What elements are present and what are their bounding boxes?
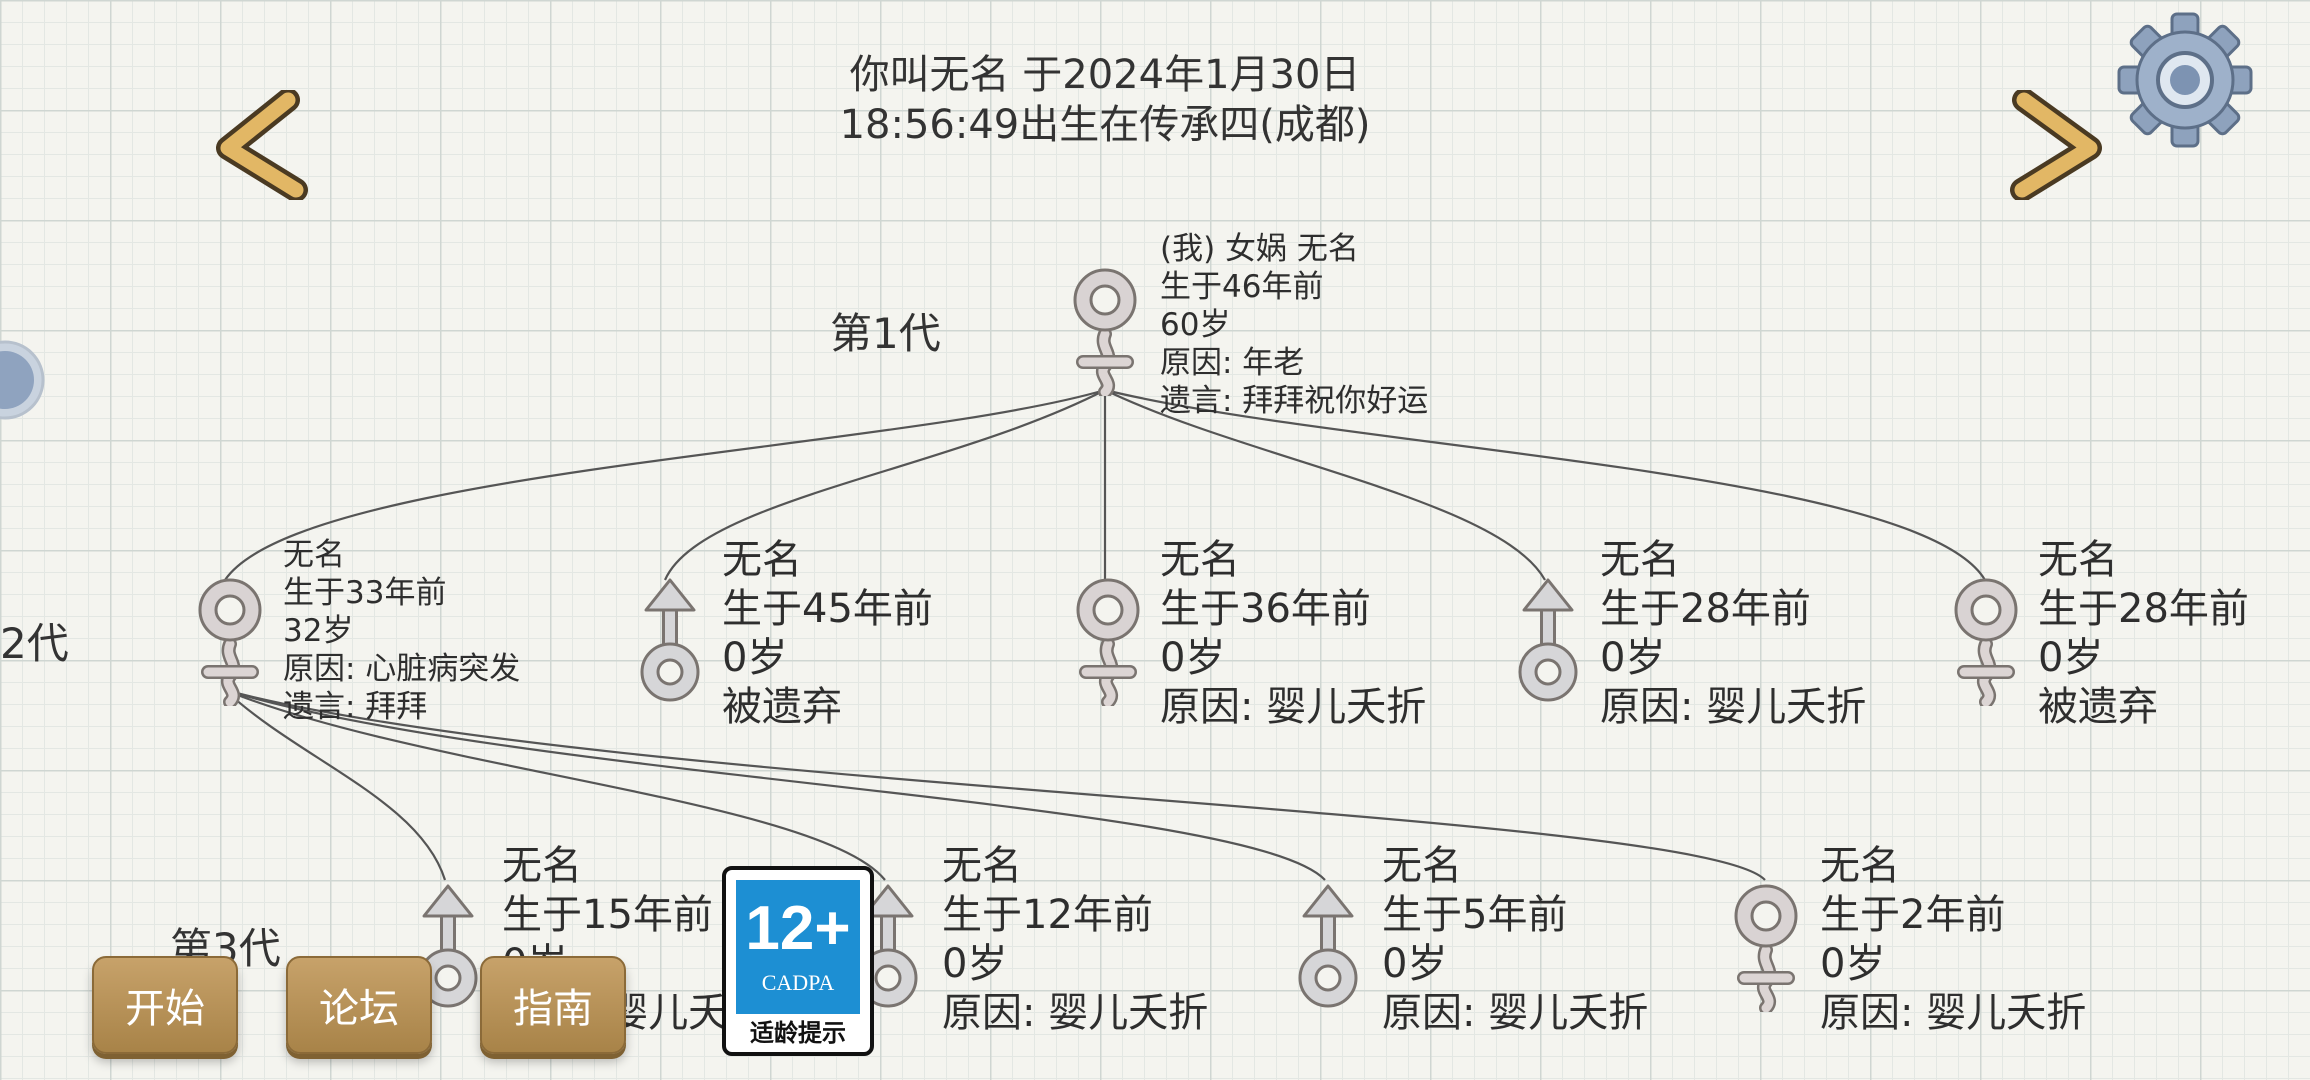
member-name: 无名 bbox=[1382, 843, 1462, 889]
birth-info-line2: 18:56:49出生在传承四(成都) bbox=[839, 102, 1371, 148]
member-birth: 生于15年前 bbox=[502, 892, 713, 938]
chevron-left-icon bbox=[216, 88, 308, 202]
member-birth: 生于36年前 bbox=[1160, 586, 1371, 632]
member-age: 0岁 bbox=[1382, 941, 1448, 987]
member-cause: 原因: 婴儿夭折 bbox=[1160, 684, 1427, 730]
next-arrow-button[interactable] bbox=[2000, 88, 2110, 202]
member-name: 无名 bbox=[283, 537, 345, 573]
female-symbol-icon bbox=[1065, 262, 1145, 400]
member-last-words: 遗言: 拜拜祝你好运 bbox=[1160, 383, 1429, 419]
member-name: 无名 bbox=[722, 537, 802, 583]
forum-button[interactable]: 论坛 bbox=[286, 956, 432, 1054]
member-age: 0岁 bbox=[1820, 941, 1886, 987]
member-age: 0岁 bbox=[722, 635, 788, 681]
member-birth: 生于28年前 bbox=[1600, 586, 1811, 632]
member-cause: 原因: 婴儿夭折 bbox=[1820, 990, 2087, 1036]
age-rating-tip: 适龄提示 bbox=[750, 1019, 846, 1047]
member-birth: 生于5年前 bbox=[1382, 892, 1568, 938]
member-cause: 原因: 心脏病突发 bbox=[283, 651, 521, 687]
member-cause: 原因: 年老 bbox=[1160, 345, 1305, 381]
member-birth: 生于33年前 bbox=[283, 575, 447, 611]
member-last-words: 遗言: 拜拜 bbox=[283, 689, 428, 725]
member-birth: 生于45年前 bbox=[722, 586, 933, 632]
member-age: 32岁 bbox=[283, 613, 354, 649]
member-name: 无名 bbox=[942, 843, 1022, 889]
member-age: 0岁 bbox=[1600, 635, 1666, 681]
male-symbol-icon bbox=[408, 878, 488, 1016]
age-rating-org: CADPA bbox=[761, 970, 835, 995]
female-symbol-icon bbox=[190, 572, 270, 710]
male-symbol-icon bbox=[1508, 572, 1588, 710]
generation-label-2: 2代 bbox=[0, 619, 69, 668]
member-cause: 原因: 婴儿夭折 bbox=[1600, 684, 1867, 730]
age-rating-value: 12+ bbox=[745, 894, 851, 963]
member-birth: 生于12年前 bbox=[942, 892, 1153, 938]
member-name: 无名 bbox=[1820, 843, 1900, 889]
guide-button[interactable]: 指南 bbox=[480, 956, 626, 1054]
member-name: 无名 bbox=[1160, 537, 1240, 583]
member-name: 无名 bbox=[502, 843, 582, 889]
member-age: 0岁 bbox=[1160, 635, 1226, 681]
male-symbol-icon bbox=[848, 878, 928, 1016]
member-name: (我) 女娲 无名 bbox=[1160, 231, 1359, 267]
start-button[interactable]: 开始 bbox=[92, 956, 238, 1054]
member-birth: 生于46年前 bbox=[1160, 269, 1324, 305]
member-birth: 生于2年前 bbox=[1820, 892, 2006, 938]
side-drawer-handle[interactable] bbox=[0, 335, 50, 425]
birth-info-header: 你叫无名 于2024年1月30日 18:56:49出生在传承四(成都) bbox=[760, 50, 1450, 150]
member-age: 60岁 bbox=[1160, 307, 1231, 343]
female-symbol-icon bbox=[1068, 572, 1148, 710]
member-cause: 被遗弃 bbox=[722, 684, 842, 730]
chevron-right-icon bbox=[2010, 88, 2102, 202]
male-symbol-icon bbox=[1288, 878, 1368, 1016]
member-age: 0岁 bbox=[942, 941, 1008, 987]
prev-arrow-button[interactable] bbox=[210, 88, 320, 202]
female-symbol-icon bbox=[1946, 572, 2026, 710]
member-age: 0岁 bbox=[2038, 635, 2104, 681]
age-rating-badge[interactable]: 12+ CADPA 适龄提示 bbox=[722, 866, 874, 1056]
gear-icon bbox=[2117, 12, 2253, 148]
member-cause: 原因: 婴儿夭折 bbox=[942, 990, 1209, 1036]
member-cause: 被遗弃 bbox=[2038, 684, 2158, 730]
member-cause: 原因: 婴儿夭折 bbox=[1382, 990, 1649, 1036]
birth-info-line1: 你叫无名 于2024年1月30日 bbox=[849, 52, 1361, 98]
member-birth: 生于28年前 bbox=[2038, 586, 2249, 632]
male-symbol-icon bbox=[630, 572, 710, 710]
member-name: 无名 bbox=[1600, 537, 1680, 583]
member-name: 无名 bbox=[2038, 537, 2118, 583]
female-symbol-icon bbox=[1726, 878, 1806, 1016]
generation-label-1: 第1代 bbox=[830, 309, 941, 358]
settings-button[interactable] bbox=[2115, 10, 2255, 150]
